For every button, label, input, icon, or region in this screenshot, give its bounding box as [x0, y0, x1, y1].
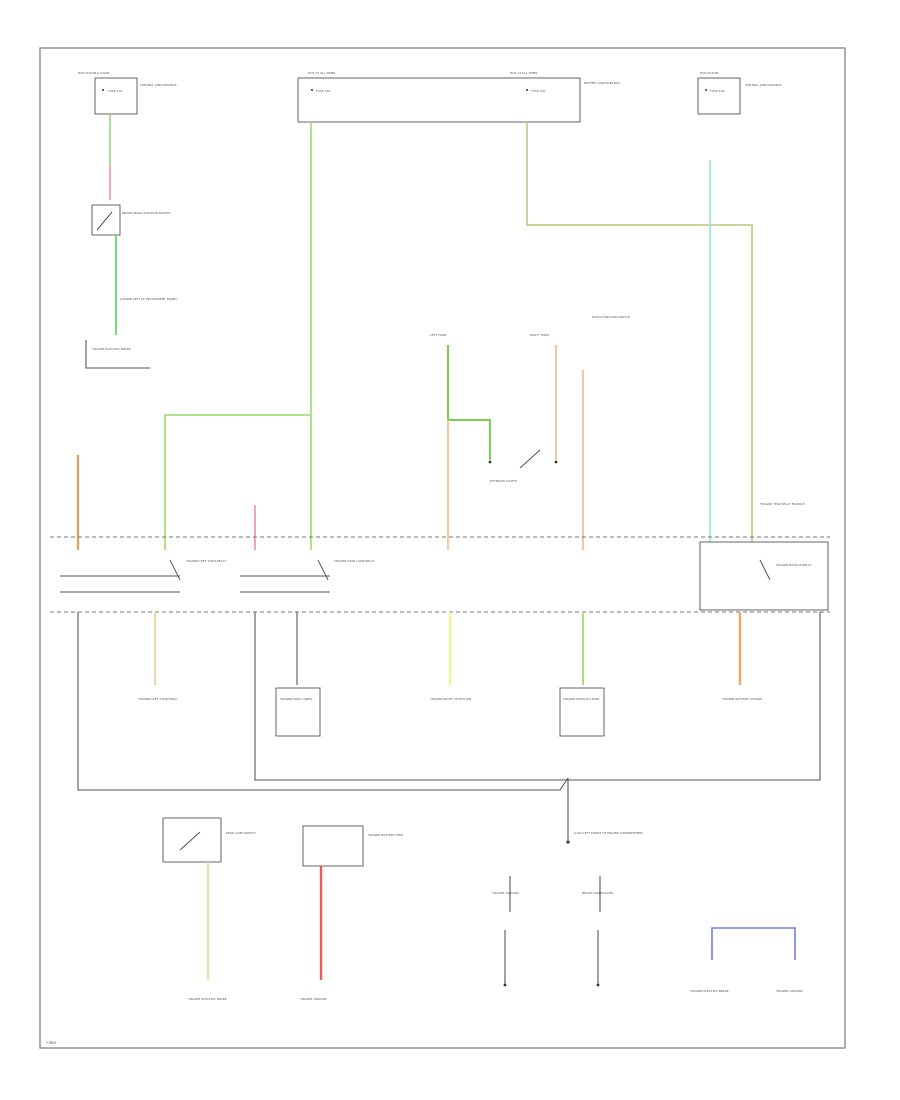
label-right-turn: RIGHT TURN	[530, 333, 549, 337]
label-relay-left-turn: TRAILER LEFT TURN RELAY	[185, 559, 226, 563]
label-fuse-c: FUSE 30A	[531, 89, 546, 93]
bottom-park-switch: PARK LAMP SWITCH TRAILER ELECTRIC BRAKE	[162, 817, 256, 1001]
ground-bus: G100 LEFT FRONT OF ENGINE COMPARTMENT	[77, 612, 821, 844]
label-hot-in-run: HOT IN RUN	[700, 71, 718, 75]
label-trailer-park: TRAILER PARK LAMPS	[279, 697, 312, 701]
label-left-turn: LEFT TURN	[430, 333, 446, 337]
label-trailer-ground: TRAILER GROUND	[491, 891, 520, 895]
label-exterior-lights: EXTERIOR LIGHTS	[490, 479, 517, 483]
label-hot-all-times: HOT AT ALL TIMES	[308, 71, 336, 75]
label-trailer-ground-2: TRAILER GROUND	[775, 989, 804, 993]
label-hot-run-start: HOT IN RUN & START	[78, 71, 110, 75]
brake-switch-chain: BRAKE PEDAL POSITION SWITCH (LOWER LEFT …	[85, 115, 177, 369]
multifunction-switch: LEFT TURN RIGHT TURN MULTI-FUNCTION SWIT…	[430, 315, 630, 550]
bottom-batt-feed: TRAILER BATTERY FEED TRAILER GROUND	[299, 825, 404, 1001]
label-park-sw: PARK LAMP SWITCH	[226, 831, 256, 835]
bottom-right-pair: TRAILER ELECTRIC BRAKE TRAILER GROUND	[689, 927, 804, 993]
label-hot-all-times-2: HOT AT ALL TIMES	[510, 71, 538, 75]
label-fuse-ctr-left: CENTRAL JUNCTION BOX	[140, 83, 177, 87]
trailer-connectors: TRAILER LEFT STOP/TURN TRAILER PARK LAMP…	[137, 687, 762, 737]
main-wires	[76, 122, 753, 550]
label-trailer-right: TRAILER RIGHT STOP/TURN	[429, 697, 471, 701]
fuse-box-left: HOT IN RUN & START FUSE 10A CENTRAL JUNC…	[78, 71, 177, 115]
label-fuse-a: FUSE 10A	[108, 89, 123, 93]
label-relay-backup: TRAILER BACKUP RELAY	[775, 563, 812, 567]
output-wires	[154, 612, 742, 685]
label-batt-feed: TRAILER BATTERY FEED	[367, 833, 404, 837]
relay-module: TRAILER TOW RELAY MODULE TRAILER LEFT TU…	[50, 502, 830, 613]
label-trailer-elec-brake-2: TRAILER ELECTRIC BRAKE	[689, 989, 729, 993]
bottom-trailer-ground: TRAILER GROUND BRAKE CONTROLLER	[491, 876, 613, 987]
label-trailer-elec-brake: TRAILER ELECTRIC BRAKE	[91, 347, 131, 351]
label-fuse-b: FUSE 30A	[316, 89, 331, 93]
label-cond-a: TRAILER ELECTRIC BRAKE	[187, 997, 227, 1001]
label-relay-stop: TRAILER STOP LAMP RELAY	[333, 559, 375, 563]
label-brake-ctrl: BRAKE CONTROLLER	[582, 891, 613, 895]
label-trailer-left: TRAILER LEFT STOP/TURN	[137, 697, 177, 701]
label-fuse-d: FUSE 10A	[710, 89, 725, 93]
label-cond-b: TRAILER GROUND	[299, 997, 328, 1001]
diagram-id: T7804	[45, 1041, 56, 1045]
fuse-box-center: HOT AT ALL TIMES HOT AT ALL TIMES FUSE 3…	[297, 71, 620, 123]
label-trailer-charge: TRAILER BATTERY CHARGE	[721, 697, 762, 701]
label-ground-note: G100 LEFT FRONT OF ENGINE COMPARTMENT	[574, 831, 643, 835]
label-fuse-batt: BATTERY JUNCTION BOX	[584, 81, 620, 85]
label-fuse-ctr-right: CENTRAL JUNCTION BOX	[745, 83, 782, 87]
label-trailer-backup: TRAILER BACKUP LAMPS	[562, 697, 600, 701]
label-multifunction: MULTI-FUNCTION SWITCH	[592, 315, 630, 319]
label-relay-center: TRAILER TOW RELAY MODULE	[759, 502, 805, 506]
fuse-box-right: HOT IN RUN FUSE 10A CENTRAL JUNCTION BOX	[697, 71, 782, 115]
diagram-frame	[39, 47, 846, 1049]
label-brake-conn: (LOWER LEFT OF INSTRUMENT PANEL)	[120, 297, 177, 301]
label-brake-switch: BRAKE PEDAL POSITION SWITCH	[122, 211, 171, 215]
